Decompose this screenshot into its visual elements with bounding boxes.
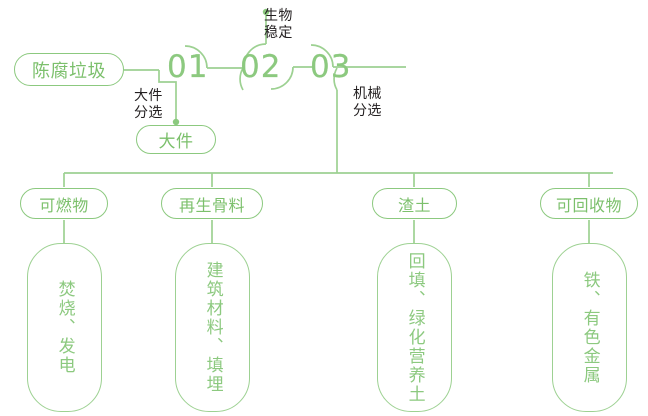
output-pill-2[interactable]: 再生骨料 xyxy=(161,188,263,219)
step-annotation-01: 大件 分选 xyxy=(134,88,163,122)
step-number-02[interactable]: 02 xyxy=(240,49,282,85)
step-annotation-02: 生物 稳定 xyxy=(264,8,293,42)
step-number-01[interactable]: 01 xyxy=(167,49,209,85)
step-number-03[interactable]: 03 xyxy=(310,49,352,85)
output-pill-1-label: 可燃物 xyxy=(39,195,89,215)
output-detail-box-1[interactable]: 焚烧、发电 xyxy=(27,243,102,412)
side-output-label: 大件 xyxy=(158,132,194,152)
source-pill-waste[interactable]: 陈腐垃圾 xyxy=(14,53,124,86)
output-pill-1[interactable]: 可燃物 xyxy=(20,188,108,219)
output-detail-box-4[interactable]: 铁、有色金属 xyxy=(552,243,627,412)
output-detail-box-3[interactable]: 回填、绿化营养土 xyxy=(377,243,452,412)
output-detail-3-text: 回填、绿化营养土 xyxy=(404,251,425,404)
output-pill-4-label: 可回收物 xyxy=(555,195,622,215)
output-pill-3[interactable]: 渣土 xyxy=(372,188,457,219)
source-pill-label: 陈腐垃圾 xyxy=(32,60,106,82)
output-detail-4-text: 铁、有色金属 xyxy=(579,270,600,385)
output-detail-1-text: 焚烧、发电 xyxy=(54,280,75,375)
step-annotation-03: 机械 分选 xyxy=(353,86,382,120)
output-detail-box-2[interactable]: 建筑材料、填埋 xyxy=(175,243,250,412)
output-detail-2-text: 建筑材料、填埋 xyxy=(202,261,223,394)
side-output-pill-large-item[interactable]: 大件 xyxy=(136,125,216,154)
output-pill-2-label: 再生骨料 xyxy=(178,195,245,215)
output-pill-4[interactable]: 可回收物 xyxy=(540,188,638,219)
output-pill-3-label: 渣土 xyxy=(397,195,431,215)
